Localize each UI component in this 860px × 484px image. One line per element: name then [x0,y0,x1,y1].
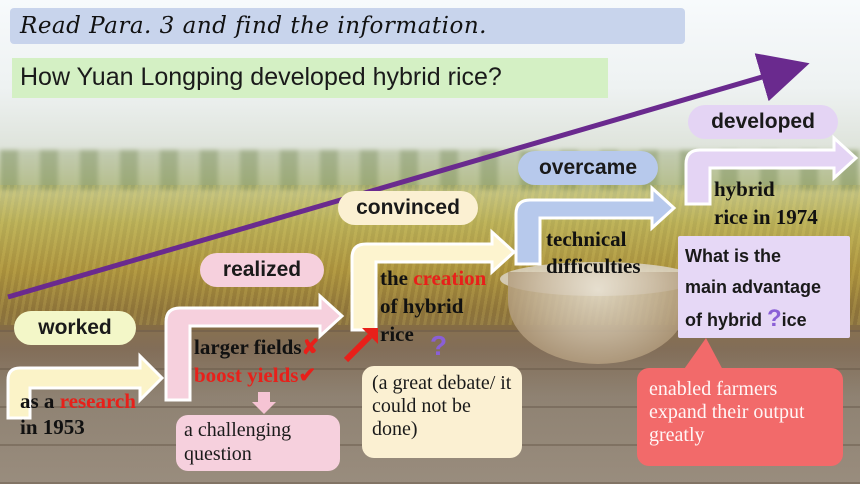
convinced-line3: rice [380,322,414,346]
convinced-line1: the [380,266,414,290]
worked-highlight: research [59,389,136,413]
advantage-line1: What is the [685,246,782,266]
worked-line1: as a [20,389,60,413]
step-label-convinced: convinced [338,191,478,225]
advantage-question-box: What is the main advantage of hybrid ?ic… [678,236,850,338]
realized-line1: larger fields [194,335,302,359]
developed-line2: rice in 1974 [714,205,818,229]
realized-line2: boost yields [194,363,299,387]
step-text-overcame: technical difficulties [546,226,641,280]
answer-box: enabled farmers expand their output grea… [637,368,843,466]
step-label-realized: realized [200,253,324,287]
step-text-convinced: the creation of hybrid rice [380,264,486,348]
red-up-arrow [343,333,373,363]
step-label-developed: developed [688,105,838,139]
check-mark: ✔ [298,363,317,387]
down-arrow [252,392,276,414]
question-mark-icon-2: ? [767,305,782,332]
step-label-worked: worked [14,311,136,345]
question-text: How Yuan Longping developed hybrid rice? [20,63,502,91]
step-text-worked: as a research in 1953 [20,388,136,440]
bent-arrow-overcame [514,184,677,266]
step-text-realized: larger fields✘ boost yields✔ [194,333,319,389]
cross-mark: ✘ [301,335,320,359]
bent-arrow-developed [684,134,859,206]
question-bar [12,58,608,98]
advantage-line2: main advantage [685,277,822,297]
convinced-highlight: creation [413,266,487,290]
worked-line2: in 1953 [20,415,85,439]
developed-line1: hybrid [714,177,775,201]
trend-arrow [7,53,810,300]
note-convinced: (a great debate/ it could not be done) [362,366,522,458]
step-text-developed: hybrid rice in 1974 [714,175,818,231]
convinced-line2: of hybrid [380,294,464,318]
bent-arrow-convinced [350,228,517,332]
answer-callout-pointer [682,338,724,372]
heading-text: Read Para. 3 and find the information. [20,13,487,39]
advantage-line3a: of hybrid [685,310,767,330]
overcame-line2: difficulties [546,254,641,278]
overcame-line1: technical [546,227,627,251]
bent-arrow-realized [164,292,345,402]
question-mark-icon: ? [430,330,448,361]
step-label-overcame: overcame [518,151,658,185]
advantage-line3b: ice [781,310,807,330]
note-realized: a challenging question [176,415,340,471]
bent-arrow-worked [6,352,165,420]
heading-bar [10,8,685,44]
